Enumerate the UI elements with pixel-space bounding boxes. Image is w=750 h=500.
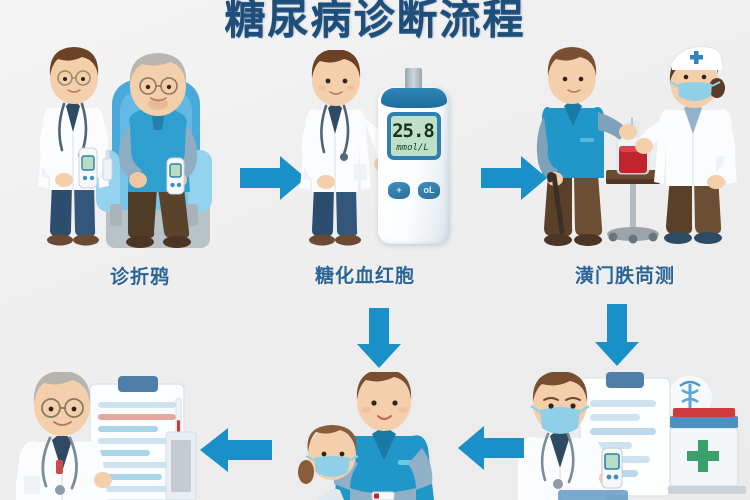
face-mask: [530, 405, 590, 434]
panel-step-1: [18, 46, 228, 251]
scene-nurse-blood-collection: [536, 46, 737, 246]
nurse-blue-scrubs: [333, 369, 434, 500]
scene-nurse-with-child-patient: [298, 369, 434, 500]
eyeglasses: [57, 70, 91, 86]
child-patient-masked: [298, 425, 359, 500]
blue-cross-icon: [690, 51, 703, 64]
meter-plus-button[interactable]: +: [388, 182, 410, 199]
page-title: 糖尿病诊断流程: [224, 0, 526, 42]
test-strip: [371, 491, 395, 500]
walking-cane: [547, 172, 565, 235]
cabinet-column: [165, 431, 197, 500]
nurse-cap-mask: [635, 46, 737, 244]
glucose-meter-patient: [166, 157, 185, 195]
eyeglasses: [139, 77, 178, 95]
meter-screen: 25.8 mmol/L: [387, 112, 441, 160]
nurse-cap: [669, 46, 723, 70]
scene-senior-doctor-reviewing-chart: [14, 371, 197, 500]
arrow-step2-to-step5: [354, 308, 404, 370]
eyeglasses: [41, 398, 84, 418]
pen-icon: [56, 460, 63, 474]
stethoscope-icon: [540, 432, 575, 489]
face-mask: [305, 455, 359, 477]
face-mask: [669, 81, 721, 101]
meter-ol-button[interactable]: oL: [418, 182, 440, 199]
stethoscope-icon: [41, 436, 78, 495]
glucose-meter-doctor: [78, 147, 98, 189]
medicine-cabinet: [668, 408, 746, 494]
meter-unit: mmol/L: [396, 143, 429, 153]
panel-step-5: [288, 369, 476, 500]
senior-doctor-glasses: [14, 371, 112, 500]
test-strip: [405, 68, 422, 90]
doctor-masked: [514, 371, 617, 500]
glucose-meter-step4: [601, 447, 623, 489]
desk-edge: [558, 490, 628, 500]
scene-doctor-with-elderly-patient: [38, 47, 212, 248]
step-3-label: 潢门胅苘测: [574, 266, 675, 287]
panel-step-4: [514, 371, 750, 500]
lancet-device: [102, 150, 113, 181]
rolling-stand: [606, 170, 660, 244]
meter-reading: 25.8: [392, 120, 435, 142]
large-glucose-meter[interactable]: 25.8 mmol/L + oL: [378, 68, 450, 244]
stethoscope-icon: [320, 104, 350, 161]
panel-step-6: [14, 371, 212, 500]
patient-blue-shirt: [536, 47, 637, 246]
arrow-step2-to-step3: [481, 154, 549, 202]
clipboard-chart: [89, 376, 185, 500]
arrow-step4-to-step5: [458, 424, 524, 472]
doctor-white-coat: [38, 47, 109, 246]
panel-step-3: [528, 46, 746, 254]
arrow-step5-to-step6: [200, 426, 272, 474]
scene-masked-doctor-with-meter-and-chart: [514, 371, 746, 500]
arrow-step3-to-step4: [592, 304, 642, 368]
meter-top-cap: [381, 88, 447, 108]
arrow-step1-to-step2: [240, 154, 308, 202]
step-1-label: 诊折鸦: [109, 267, 170, 288]
green-cross-icon: [687, 440, 719, 472]
step-2-label: 糖化血红胞: [314, 266, 415, 287]
